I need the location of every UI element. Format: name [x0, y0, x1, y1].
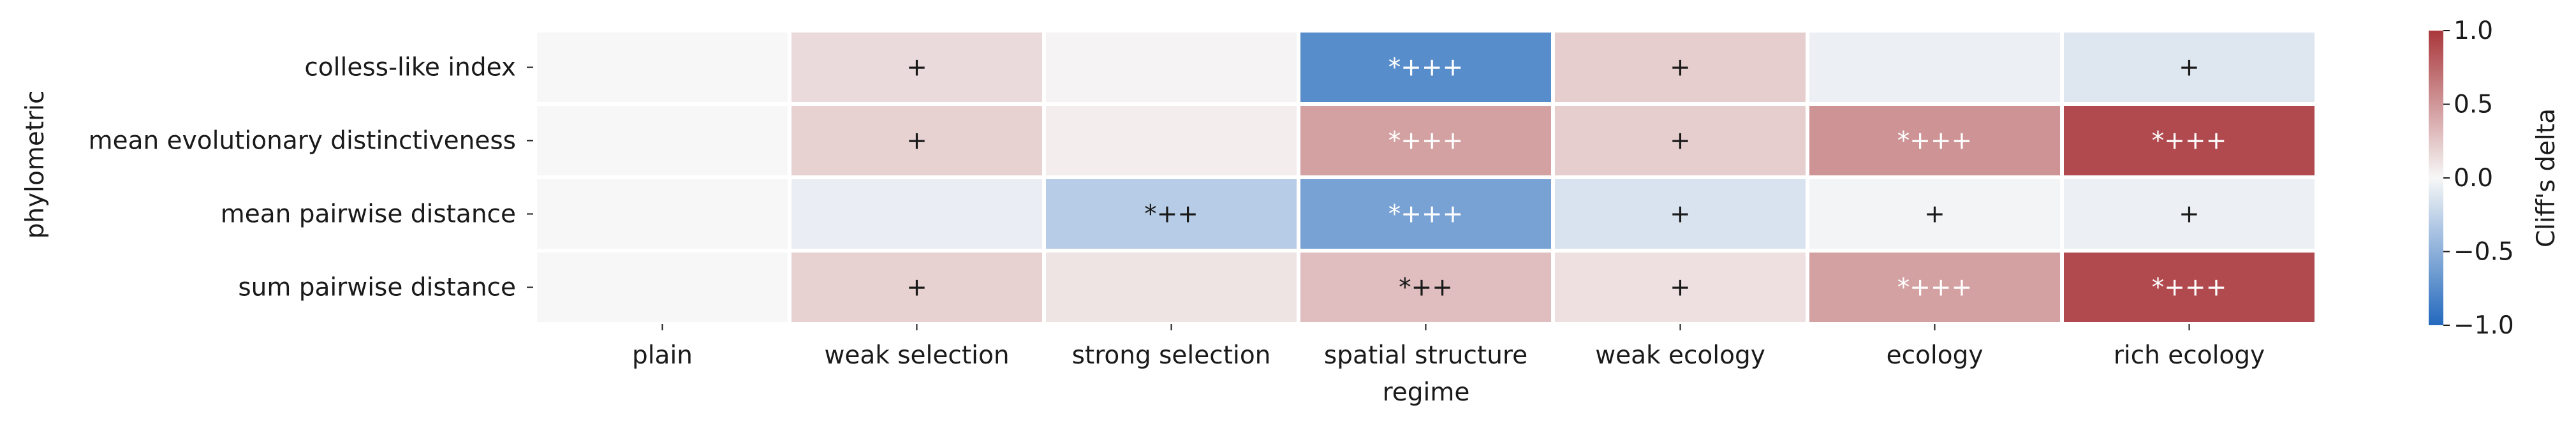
- colorbar-tick-label: −1.0: [2454, 311, 2514, 340]
- cell-annotation: +: [1670, 54, 1691, 82]
- y-tick-label: mean evolutionary distinctiveness: [89, 127, 516, 156]
- heatmap-cell: [1300, 253, 1551, 322]
- cell-annotation: +: [1670, 200, 1691, 229]
- colorbar: 1.0 0.5 0.0 −0.5 −1.0 Cliff's delta: [2429, 17, 2561, 340]
- heatmap-cell: [1809, 33, 2060, 102]
- x-tick-label: strong selection: [1072, 341, 1271, 370]
- colorbar-label: Cliff's delta: [2532, 108, 2561, 247]
- x-axis-ticks: plain weak selection strong selection spati…: [632, 324, 2265, 370]
- colorbar-tick-label: −0.5: [2454, 238, 2514, 267]
- x-tick-label: ecology: [1887, 341, 1984, 370]
- cell-annotation: *+++: [1388, 200, 1464, 229]
- heatmap-cells: [537, 33, 2315, 322]
- heatmap-cell: [537, 106, 788, 175]
- colorbar-tick-label: 0.5: [2454, 91, 2493, 119]
- cell-annotation: *+++: [1388, 54, 1464, 82]
- colorbar-tick-label: 1.0: [2454, 17, 2493, 45]
- heatmap-cell: [1555, 106, 1806, 175]
- cell-annotation: +: [906, 127, 927, 156]
- x-tick-label: weak selection: [824, 341, 1009, 370]
- cell-annotation: *+++: [2152, 274, 2227, 302]
- heatmap-cell: [537, 253, 788, 322]
- heatmap-cell: [2064, 33, 2315, 102]
- cell-annotation: *++: [1144, 200, 1198, 229]
- heatmap-cell: [1555, 33, 1806, 102]
- cell-annotation: *+++: [1388, 127, 1464, 156]
- heatmap-cell: [1300, 106, 1551, 175]
- y-axis-label: phylometric: [21, 91, 50, 239]
- cell-annotation: +: [1670, 274, 1691, 302]
- cell-annotation: +: [906, 274, 927, 302]
- heatmap-cell: [2064, 253, 2315, 322]
- cell-annotation: *+++: [1897, 127, 1973, 156]
- heatmap-cell: [1809, 179, 2060, 249]
- heatmap-cell: [791, 253, 1042, 322]
- heatmap-cell: [1046, 106, 1297, 175]
- colorbar-ticks: 1.0 0.5 0.0 −0.5 −1.0: [2443, 17, 2514, 340]
- heatmap-cell: [1809, 253, 2060, 322]
- heatmap-cell: [537, 179, 788, 249]
- x-tick-label: plain: [632, 341, 693, 370]
- x-tick-label: weak ecology: [1595, 341, 1765, 370]
- heatmap-cell: [1809, 106, 2060, 175]
- heatmap-cell: [1046, 253, 1297, 322]
- heatmap-cell: [1046, 179, 1297, 249]
- colorbar-scale: [2429, 31, 2443, 325]
- heatmap-cell: [791, 106, 1042, 175]
- heatmap-cell-labels: +*++++++*++++*+++*+++*++*+++++++*+++*+++…: [906, 54, 2226, 302]
- y-tick-label: mean pairwise distance: [221, 200, 516, 229]
- cell-annotation: +: [1670, 127, 1691, 156]
- x-tick-label: spatial structure: [1324, 341, 1527, 370]
- heatmap-cell: [1555, 253, 1806, 322]
- colorbar-tick-label: 0.0: [2454, 164, 2493, 193]
- heatmap-cell: [1555, 179, 1806, 249]
- heatmap-cell: [537, 33, 788, 102]
- heatmap-cell: [2064, 106, 2315, 175]
- x-axis-label: regime: [1383, 378, 1470, 407]
- cell-annotation: +: [2179, 54, 2200, 82]
- heatmap-cell: [1300, 33, 1551, 102]
- cell-annotation: +: [2179, 200, 2200, 229]
- cell-annotation: *+++: [2152, 127, 2227, 156]
- heatmap-cell: [2064, 179, 2315, 249]
- heatmap-cell: [1046, 33, 1297, 102]
- x-tick-label: rich ecology: [2114, 341, 2265, 370]
- cell-annotation: +: [906, 54, 927, 82]
- y-tick-label: colless-like index: [304, 54, 516, 82]
- y-axis-ticks: colless-like index mean evolutionary dist…: [89, 54, 533, 302]
- cell-annotation: +: [1924, 200, 1945, 229]
- cell-annotation: *+++: [1897, 274, 1973, 302]
- heatmap-cell: [791, 179, 1042, 249]
- heatmap-cell: [791, 33, 1042, 102]
- y-tick-label: sum pairwise distance: [238, 274, 516, 302]
- heatmap-cell: [1300, 179, 1551, 249]
- cell-annotation: *++: [1399, 274, 1453, 302]
